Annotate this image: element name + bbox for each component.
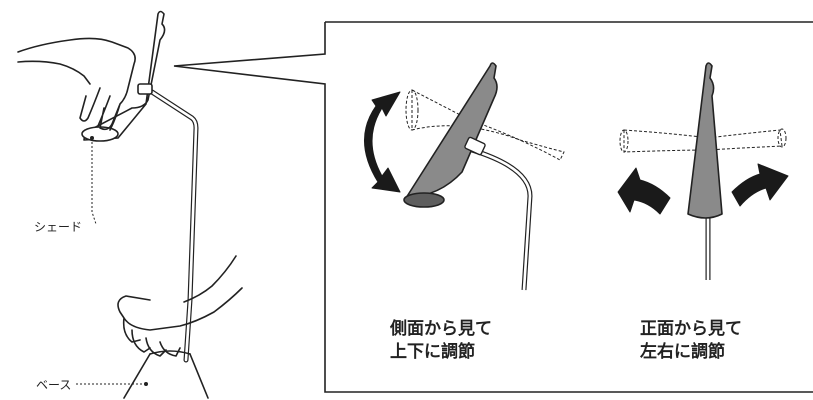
side-view — [364, 62, 565, 291]
lamp-shade — [83, 10, 166, 141]
base-label: ベース — [36, 378, 72, 392]
rotate-right-arrow-icon — [731, 163, 789, 207]
front-caption-line2: 左右に調節 — [640, 342, 725, 362]
callout-leaders — [76, 138, 146, 385]
upper-hand — [17, 37, 136, 131]
front-ghost-shade — [623, 129, 783, 153]
shade-label: シェード — [34, 220, 83, 234]
front-view — [617, 62, 789, 280]
detail-frame — [173, 21, 813, 393]
side-caption-line2: 上下に調節 — [390, 342, 475, 362]
lamp-overview — [17, 10, 243, 399]
front-caption-line1: 正面から見て — [640, 319, 742, 339]
lamp-base — [123, 353, 209, 399]
lower-hand — [117, 255, 243, 357]
up-down-arrow-icon — [364, 91, 401, 193]
shade-leader — [91, 138, 97, 225]
front-view-caption: 正面から見て 左右に調節 — [640, 318, 742, 364]
rotate-left-arrow-icon — [617, 167, 671, 215]
side-caption-line1: 側面から見て — [390, 319, 492, 339]
front-shade — [687, 62, 723, 219]
side-view-caption: 側面から見て 上下に調節 — [390, 318, 492, 364]
side-shade — [405, 62, 498, 199]
